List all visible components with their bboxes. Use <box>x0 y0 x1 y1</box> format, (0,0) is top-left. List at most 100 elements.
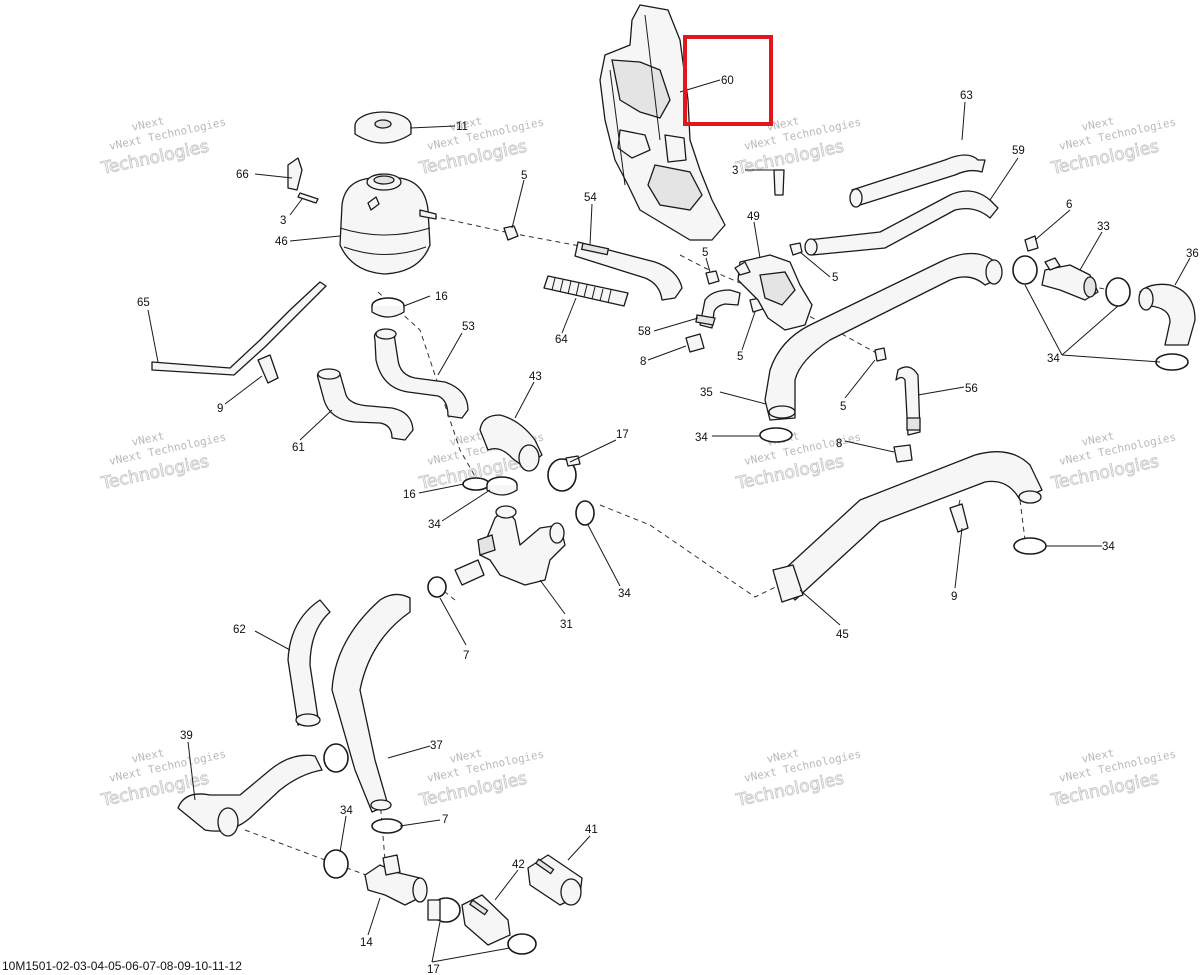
callout-63[interactable]: 63 <box>960 90 973 102</box>
callout-60[interactable]: 60 <box>721 75 734 87</box>
callout-5d[interactable]: 5 <box>737 351 743 363</box>
part-59-hose[interactable] <box>804 190 999 256</box>
part-11-cap[interactable] <box>354 111 412 144</box>
part-53-hose[interactable] <box>373 328 469 419</box>
callout-58[interactable]: 58 <box>638 326 651 338</box>
part-9-clip[interactable] <box>257 354 279 384</box>
callout-36[interactable]: 36 <box>1186 248 1199 260</box>
part-5-nut[interactable] <box>503 225 519 241</box>
part-16-clamp[interactable] <box>462 477 490 491</box>
callout-45[interactable]: 45 <box>836 629 849 641</box>
part-5-nut[interactable] <box>789 242 803 256</box>
callout-39[interactable]: 39 <box>180 730 193 742</box>
callout-31[interactable]: 31 <box>560 619 573 631</box>
part-7-clamp[interactable] <box>371 818 403 834</box>
part-17-clamp[interactable] <box>547 455 581 492</box>
callout-35[interactable]: 35 <box>700 387 713 399</box>
callout-5[interactable]: 5 <box>521 170 527 182</box>
callout-54[interactable]: 54 <box>584 192 597 204</box>
callout-34b[interactable]: 34 <box>1047 353 1060 365</box>
part-5-nut[interactable] <box>874 347 887 362</box>
part-31-housing[interactable] <box>454 505 566 586</box>
part-34-clamp[interactable] <box>759 427 793 443</box>
part-60-bracket[interactable] <box>599 4 726 241</box>
part-14-tee[interactable] <box>364 854 428 906</box>
callout-9b[interactable]: 9 <box>951 591 957 603</box>
part-3-screw[interactable] <box>297 169 785 204</box>
part-34-clamp[interactable] <box>323 743 349 773</box>
part-34-clamp[interactable] <box>1155 353 1189 371</box>
callout-34e[interactable]: 34 <box>1102 541 1115 553</box>
callout-16[interactable]: 16 <box>435 291 448 303</box>
part-36-elbow[interactable] <box>1138 283 1196 346</box>
part-6-nut[interactable] <box>1024 235 1039 252</box>
part-35-hose[interactable] <box>764 252 1003 421</box>
part-16-clamp[interactable] <box>371 297 405 318</box>
callout-17b[interactable]: 17 <box>427 964 440 975</box>
callout-9[interactable]: 9 <box>217 403 223 415</box>
callout-14[interactable]: 14 <box>360 937 373 949</box>
part-61-hose[interactable] <box>316 368 414 441</box>
part-49-valve[interactable] <box>734 254 813 331</box>
part-45-hose[interactable] <box>772 451 1043 603</box>
part-58-elbow[interactable] <box>695 289 741 329</box>
part-54-hose[interactable] <box>574 241 683 301</box>
callout-65[interactable]: 65 <box>137 297 150 309</box>
part-62-hose[interactable] <box>287 599 331 727</box>
part-33-fitting[interactable] <box>1041 257 1099 301</box>
callout-43[interactable]: 43 <box>529 371 542 383</box>
callout-5c[interactable]: 5 <box>832 272 838 284</box>
callout-11[interactable]: 11 <box>456 121 468 133</box>
part-34-clamp[interactable] <box>486 476 518 496</box>
part-56-hose[interactable] <box>895 366 921 436</box>
part-66-tab[interactable] <box>287 157 303 191</box>
part-65-tube[interactable] <box>151 281 327 376</box>
part-17-clamp[interactable] <box>427 897 461 923</box>
part-63-hose[interactable] <box>849 154 986 208</box>
callout-8b[interactable]: 8 <box>836 438 842 450</box>
part-46-reservoir[interactable] <box>339 173 437 275</box>
part-8-clamp[interactable] <box>685 333 705 353</box>
callout-64[interactable]: 64 <box>555 334 568 346</box>
callout-3b[interactable]: 3 <box>732 165 738 177</box>
part-7-clamp[interactable] <box>427 576 447 598</box>
callout-66[interactable]: 66 <box>236 169 249 181</box>
callout-42[interactable]: 42 <box>512 859 525 871</box>
callout-7b[interactable]: 7 <box>442 814 448 826</box>
callout-37[interactable]: 37 <box>430 740 443 752</box>
callout-62[interactable]: 62 <box>233 624 246 636</box>
part-43-hose[interactable] <box>479 414 543 472</box>
part-9-clip[interactable] <box>949 503 969 533</box>
part-34-clamp[interactable] <box>1012 255 1038 285</box>
callout-56[interactable]: 56 <box>965 383 978 395</box>
part-17-clamp[interactable] <box>507 933 537 955</box>
callout-34c[interactable]: 34 <box>428 519 441 531</box>
callout-5b[interactable]: 5 <box>702 247 708 259</box>
callout-49[interactable]: 49 <box>747 211 760 223</box>
callout-16b[interactable]: 16 <box>403 489 416 501</box>
callout-7[interactable]: 7 <box>463 650 469 662</box>
callout-53[interactable]: 53 <box>462 321 475 333</box>
callout-6[interactable]: 6 <box>1066 199 1072 211</box>
callout-61[interactable]: 61 <box>292 442 305 454</box>
part-5-nut[interactable] <box>705 270 720 285</box>
part-34-clamp[interactable] <box>575 500 595 526</box>
callout-46[interactable]: 46 <box>275 236 288 248</box>
callout-33[interactable]: 33 <box>1097 221 1110 233</box>
part-34-clamp[interactable] <box>323 849 349 879</box>
part-37-hose[interactable] <box>331 593 411 813</box>
callout-41[interactable]: 41 <box>585 824 598 836</box>
callout-8[interactable]: 8 <box>640 356 646 368</box>
callout-5e[interactable]: 5 <box>840 401 846 413</box>
callout-59[interactable]: 59 <box>1012 145 1025 157</box>
part-8-clamp[interactable] <box>893 444 913 463</box>
callout-34f[interactable]: 34 <box>340 805 353 817</box>
callout-34d[interactable]: 34 <box>618 588 631 600</box>
part-34-clamp[interactable] <box>1105 277 1131 307</box>
part-39-hose[interactable] <box>177 754 323 837</box>
callout-17[interactable]: 17 <box>616 429 629 441</box>
callout-3[interactable]: 3 <box>280 215 286 227</box>
callout-34[interactable]: 34 <box>695 432 708 444</box>
part-64-corrugated-hose[interactable] <box>543 275 629 307</box>
part-34-clamp[interactable] <box>1013 537 1047 555</box>
